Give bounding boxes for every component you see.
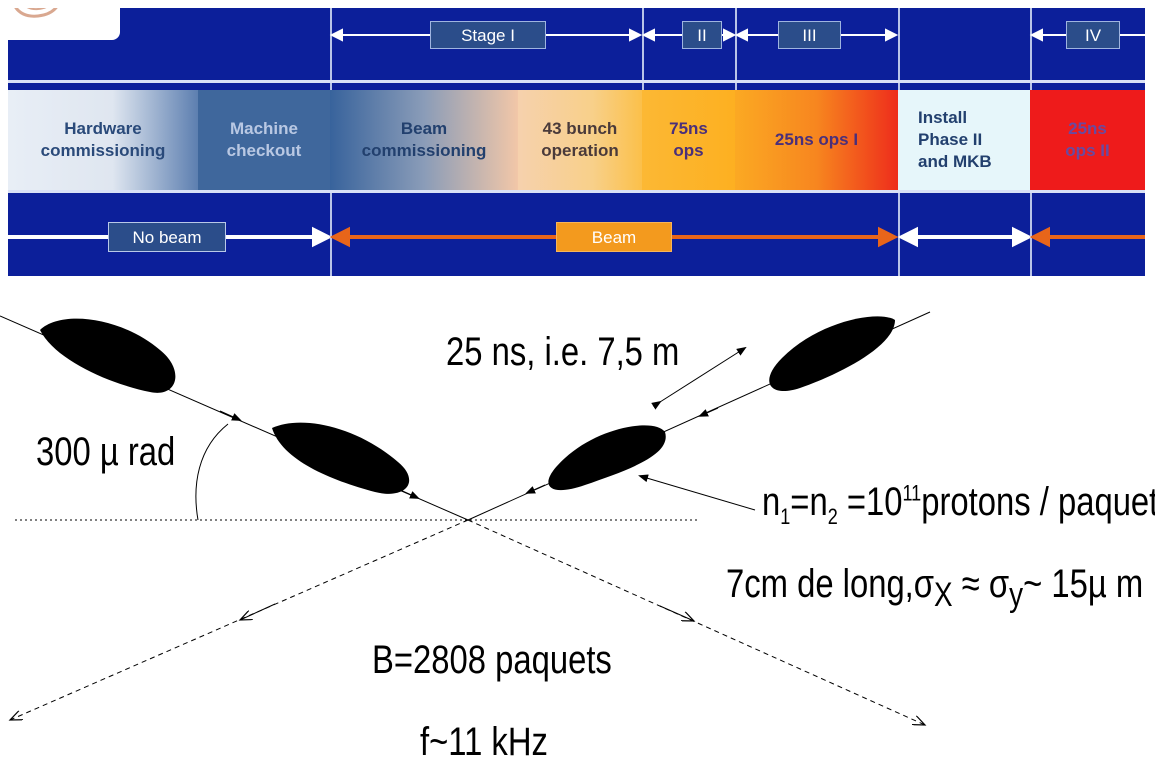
outgoing-beam-left bbox=[10, 519, 469, 720]
cern-logo bbox=[8, 8, 120, 40]
bunch-count-label: B=2808 paquets bbox=[372, 638, 612, 682]
separator-stage2-start bbox=[642, 8, 644, 90]
separator-stage3-start bbox=[735, 8, 737, 90]
upper-band bbox=[8, 80, 1145, 83]
stage-arrows bbox=[329, 28, 1145, 42]
right-beam-arrow-1 bbox=[698, 407, 719, 417]
gear-logo-icon bbox=[14, 8, 58, 18]
outgoing-beam-right bbox=[467, 519, 925, 725]
stage-3-label: III bbox=[778, 21, 841, 49]
collision-diagram: 300 µ rad 25 ns, i.e. 7,5 m n1=n2 =1011p… bbox=[0, 280, 1155, 770]
bunch-dimensions-label: 7cm de long,σX ≈ σy~ 15µ m bbox=[726, 562, 1144, 614]
bunch-right-inner bbox=[548, 425, 666, 491]
revolution-frequency-label: f~11 kHz bbox=[420, 720, 548, 764]
bunch-right-outer bbox=[769, 316, 895, 392]
right-beam-arrow-2 bbox=[525, 484, 546, 494]
protons-per-bunch-label: n1=n2 =1011protons / paquet bbox=[762, 480, 1155, 529]
bunch-spacing-arrow bbox=[651, 346, 747, 410]
outgoing-left-midarrow bbox=[240, 603, 276, 620]
outgoing-right-midarrow bbox=[659, 605, 694, 621]
phase-25ns-ops-1: 25ns ops I bbox=[735, 90, 898, 190]
left-beam-arrow-1 bbox=[219, 410, 242, 421]
bunch-left-outer bbox=[40, 318, 176, 393]
bunch-spacing-label: 25 ns, i.e. 7,5 m bbox=[446, 330, 680, 374]
stage-4-label: IV bbox=[1066, 21, 1120, 49]
crossing-angle-label: 300 µ rad bbox=[36, 430, 176, 474]
lower-band bbox=[8, 190, 1145, 193]
beam-label: Beam bbox=[556, 222, 672, 252]
stage-1-label: Stage I bbox=[430, 21, 546, 49]
crossing-angle-arc bbox=[195, 423, 229, 521]
bunch-left-inner bbox=[272, 422, 410, 494]
no-beam-label: No beam bbox=[108, 222, 226, 252]
collision-geometry bbox=[0, 311, 931, 770]
protons-pointer-arrow bbox=[638, 474, 756, 511]
stage-2-label: II bbox=[682, 21, 722, 49]
